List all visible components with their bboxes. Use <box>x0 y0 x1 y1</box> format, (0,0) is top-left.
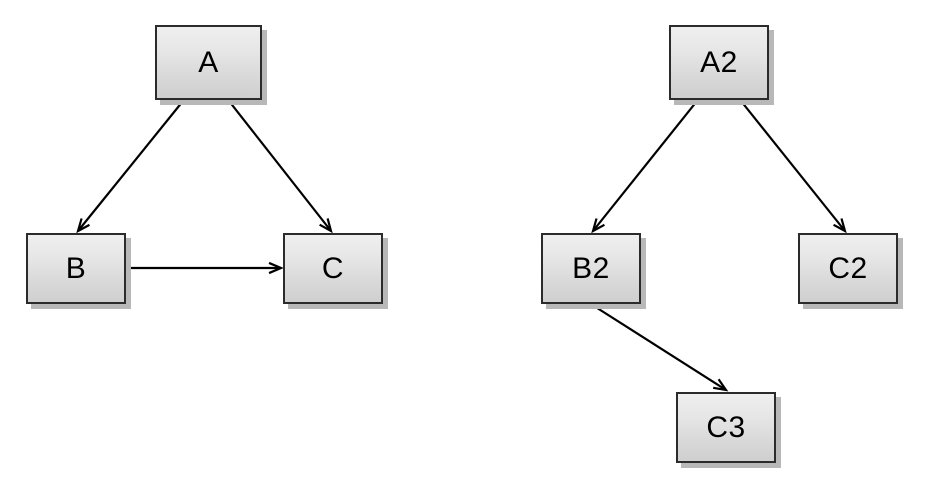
edge-line <box>740 100 846 232</box>
node-a[interactable]: A <box>155 25 262 100</box>
arrowhead-icon <box>268 261 284 275</box>
arrowhead-icon <box>319 218 333 234</box>
node-label: A <box>198 45 219 79</box>
arrowhead-icon <box>712 378 729 392</box>
edge-line <box>228 100 332 232</box>
edge-line <box>592 100 698 232</box>
edge-line <box>77 100 184 232</box>
node-a2[interactable]: A2 <box>669 25 769 100</box>
node-c[interactable]: C <box>283 233 383 304</box>
arrowhead-icon <box>833 218 847 234</box>
edge[interactable] <box>740 100 847 234</box>
edge[interactable] <box>76 100 184 234</box>
arrowhead-icon <box>591 218 605 234</box>
node-label: C <box>321 251 345 285</box>
node-label: B <box>65 251 87 285</box>
edge[interactable] <box>128 261 284 275</box>
edge-line <box>593 305 727 391</box>
edge[interactable] <box>591 100 698 234</box>
node-c3[interactable]: C3 <box>676 392 776 463</box>
arrowhead-icon <box>76 218 90 234</box>
edge[interactable] <box>593 305 729 392</box>
edge[interactable] <box>228 100 333 234</box>
node-label: C3 <box>706 410 746 444</box>
node-label: C2 <box>828 251 868 285</box>
node-label: B2 <box>572 251 610 285</box>
node-c2[interactable]: C2 <box>798 233 898 304</box>
node-b2[interactable]: B2 <box>541 233 641 304</box>
node-label: A2 <box>700 45 738 79</box>
node-b[interactable]: B <box>26 233 126 304</box>
